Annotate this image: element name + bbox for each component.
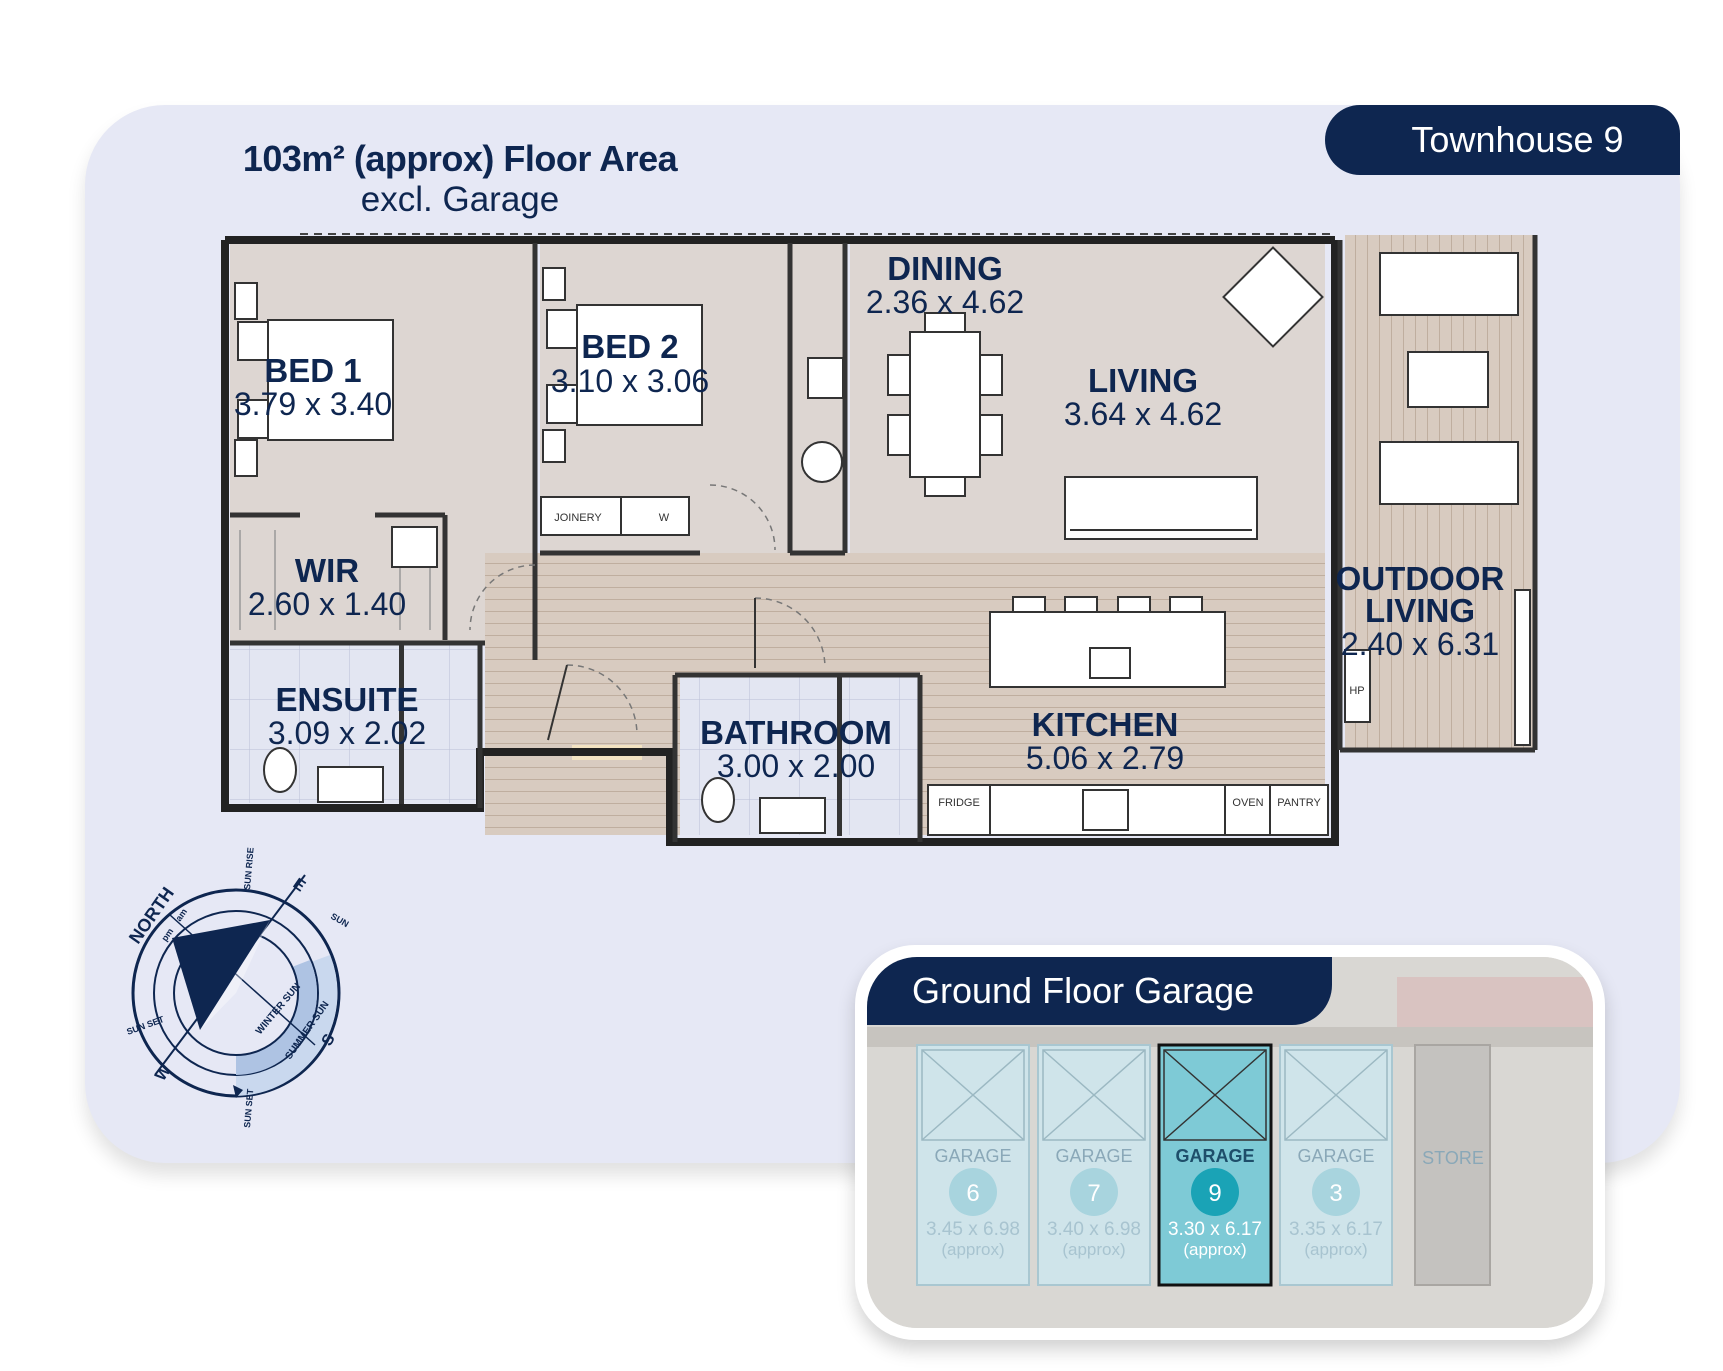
garage-unit-box (916, 1044, 1030, 1286)
garage-unit-label: GARAGE (1175, 1146, 1254, 1166)
bed1-furniture (234, 282, 394, 477)
dining-dim: 2.36 x 4.62 (866, 284, 1024, 320)
garage-door (1284, 1049, 1388, 1141)
garage-number-badge (1070, 1168, 1118, 1216)
bed1-dim: 3.79 x 3.40 (234, 386, 392, 422)
garage-door-cross (1284, 1049, 1388, 1141)
floor-area-subtitle: excl. Garage (360, 180, 560, 219)
wir-label: WIR (295, 552, 359, 589)
garage-unit-dim: 3.45 x 6.98 (926, 1219, 1020, 1240)
garage-door-cross (1163, 1049, 1267, 1141)
bed2-dim: 3.10 x 3.06 (551, 363, 709, 399)
compass: NORTH pm am SUN RISE E SUN WINTER SUN SU… (125, 847, 351, 1128)
store-label: STORE (1422, 1148, 1484, 1168)
garage-unit-3: GARAGE 3 3.35 x 6.17(approx) (1279, 1044, 1393, 1286)
compass-sun-rise: SUN RISE (242, 847, 256, 890)
outdoor-dim: 2.40 x 6.31 (1341, 626, 1499, 662)
pantry-label: PANTRY (1277, 797, 1321, 809)
kitchen-dim: 5.06 x 2.79 (1026, 740, 1184, 776)
garage-unit-box (1279, 1044, 1393, 1286)
compass-sun-right: SUN (329, 911, 350, 929)
garage-unit-box (1037, 1044, 1151, 1286)
ensuite-label: ENSUITE (275, 681, 418, 718)
garage-unit-number: 3 (1329, 1180, 1342, 1207)
outdoor-furniture (1344, 252, 1531, 746)
garage-unit-6: GARAGE 6 3.45 x 6.98(approx) (916, 1044, 1030, 1286)
wir-dim: 2.60 x 1.40 (248, 586, 406, 622)
compass-sun-set-left: SUN SET (125, 1014, 166, 1037)
living-dim: 3.64 x 4.62 (1064, 396, 1222, 432)
garage-number-badge (949, 1168, 997, 1216)
garage-unit-7: GARAGE 7 3.40 x 6.98(approx) (1037, 1044, 1151, 1286)
garage-unit-number: 7 (1087, 1180, 1100, 1207)
garage-unit-label: GARAGE (1297, 1146, 1374, 1166)
garage-door (1042, 1049, 1146, 1141)
garage-unit-number: 9 (1208, 1180, 1221, 1207)
outer-walls (221, 236, 1339, 846)
outdoor-label-2: LIVING (1365, 592, 1475, 629)
wir-floor (230, 513, 535, 643)
garage-unit-number: 6 (966, 1180, 979, 1207)
garage-door (921, 1049, 1025, 1141)
garage-unit-9: GARAGE 9 3.30 x 6.17(approx) (1157, 1043, 1273, 1287)
townhouse-badge: Townhouse 9 (1325, 105, 1680, 175)
kitchen-island (989, 596, 1226, 688)
dining-table (887, 312, 1003, 497)
washer-label: W (659, 512, 670, 524)
wir-cabinet (391, 357, 844, 568)
garage-door-cross (921, 1049, 1025, 1141)
garage-unit-dim: 3.30 x 6.17 (1168, 1219, 1262, 1240)
dining-label: DINING (887, 250, 1003, 287)
garage-unit-label: GARAGE (934, 1146, 1011, 1166)
door-leaves (547, 598, 756, 741)
garage-unit-approx: (approx) (941, 1240, 1004, 1259)
garage-door (1163, 1049, 1267, 1141)
garage-unit-approx: (approx) (1183, 1240, 1246, 1259)
bathroom-label: BATHROOM (700, 714, 892, 751)
garage-unit-approx: (approx) (1062, 1240, 1125, 1259)
garage-unit-approx: (approx) (1304, 1240, 1367, 1259)
oven-label: OVEN (1232, 797, 1263, 809)
garage-number-badge (1191, 1168, 1239, 1216)
garage-number-badge (1312, 1168, 1360, 1216)
fridge-label: FRIDGE (938, 797, 980, 809)
compass-w: W (152, 1061, 175, 1084)
garage-door-cross (1042, 1049, 1146, 1141)
garage-unit-label: GARAGE (1055, 1146, 1132, 1166)
kitchen-label: KITCHEN (1032, 706, 1179, 743)
garage-title: Ground Floor Garage (867, 957, 1332, 1025)
ensuite-dim: 3.09 x 2.02 (268, 715, 426, 751)
living-label: LIVING (1088, 362, 1198, 399)
bathroom-dim: 3.00 x 2.00 (717, 748, 875, 784)
garage-unit-box (1157, 1043, 1273, 1287)
bathroom-fixtures (263, 642, 842, 836)
garage-unit-dim: 3.40 x 6.98 (1047, 1219, 1141, 1240)
compass-sun-set-bottom: SUN SET (242, 1088, 255, 1128)
bed1-label: BED 1 (264, 352, 361, 389)
joinery-label: JOINERY (554, 512, 602, 524)
bed2-furniture (540, 267, 703, 536)
bed2-label: BED 2 (581, 328, 678, 365)
outdoor-label-1: OUTDOOR (1336, 560, 1505, 597)
floor-area-title: 103m² (approx) Floor Area (242, 138, 678, 179)
interior-walls (230, 235, 1538, 842)
living-furniture (1064, 246, 1324, 540)
heat-pump-label: HP (1349, 685, 1364, 697)
door-swings (469, 484, 826, 736)
kitchen-bench (927, 784, 1329, 836)
garage-unit-dim: 3.35 x 6.17 (1289, 1219, 1383, 1240)
